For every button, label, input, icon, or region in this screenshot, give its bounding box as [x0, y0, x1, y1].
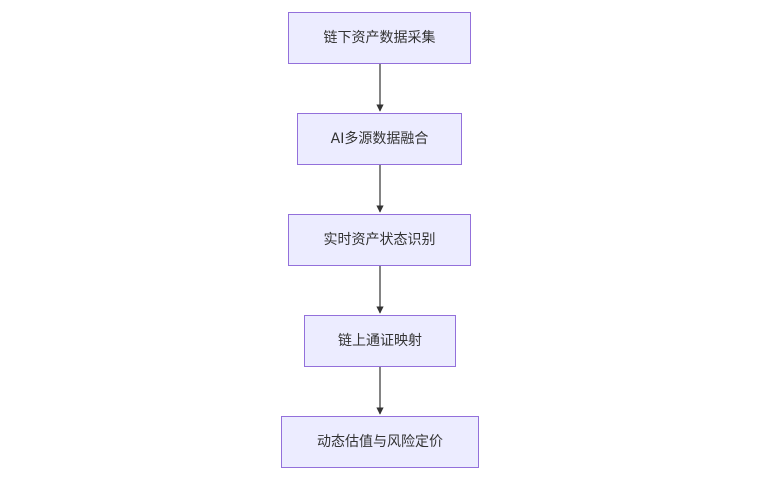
node-offchain-data-collection: 链下资产数据采集: [288, 12, 471, 64]
node-realtime-state-recognition: 实时资产状态识别: [288, 214, 471, 266]
node-label: 链上通证映射: [338, 333, 422, 349]
node-onchain-token-mapping: 链上通证映射: [304, 315, 456, 367]
node-ai-data-fusion: AI多源数据融合: [297, 113, 462, 165]
node-dynamic-valuation-risk-pricing: 动态估值与风险定价: [281, 416, 479, 468]
node-label: 链下资产数据采集: [323, 30, 436, 46]
node-label: 动态估值与风险定价: [317, 434, 443, 450]
node-label: AI多源数据融合: [330, 131, 429, 147]
node-label: 实时资产状态识别: [323, 232, 436, 248]
